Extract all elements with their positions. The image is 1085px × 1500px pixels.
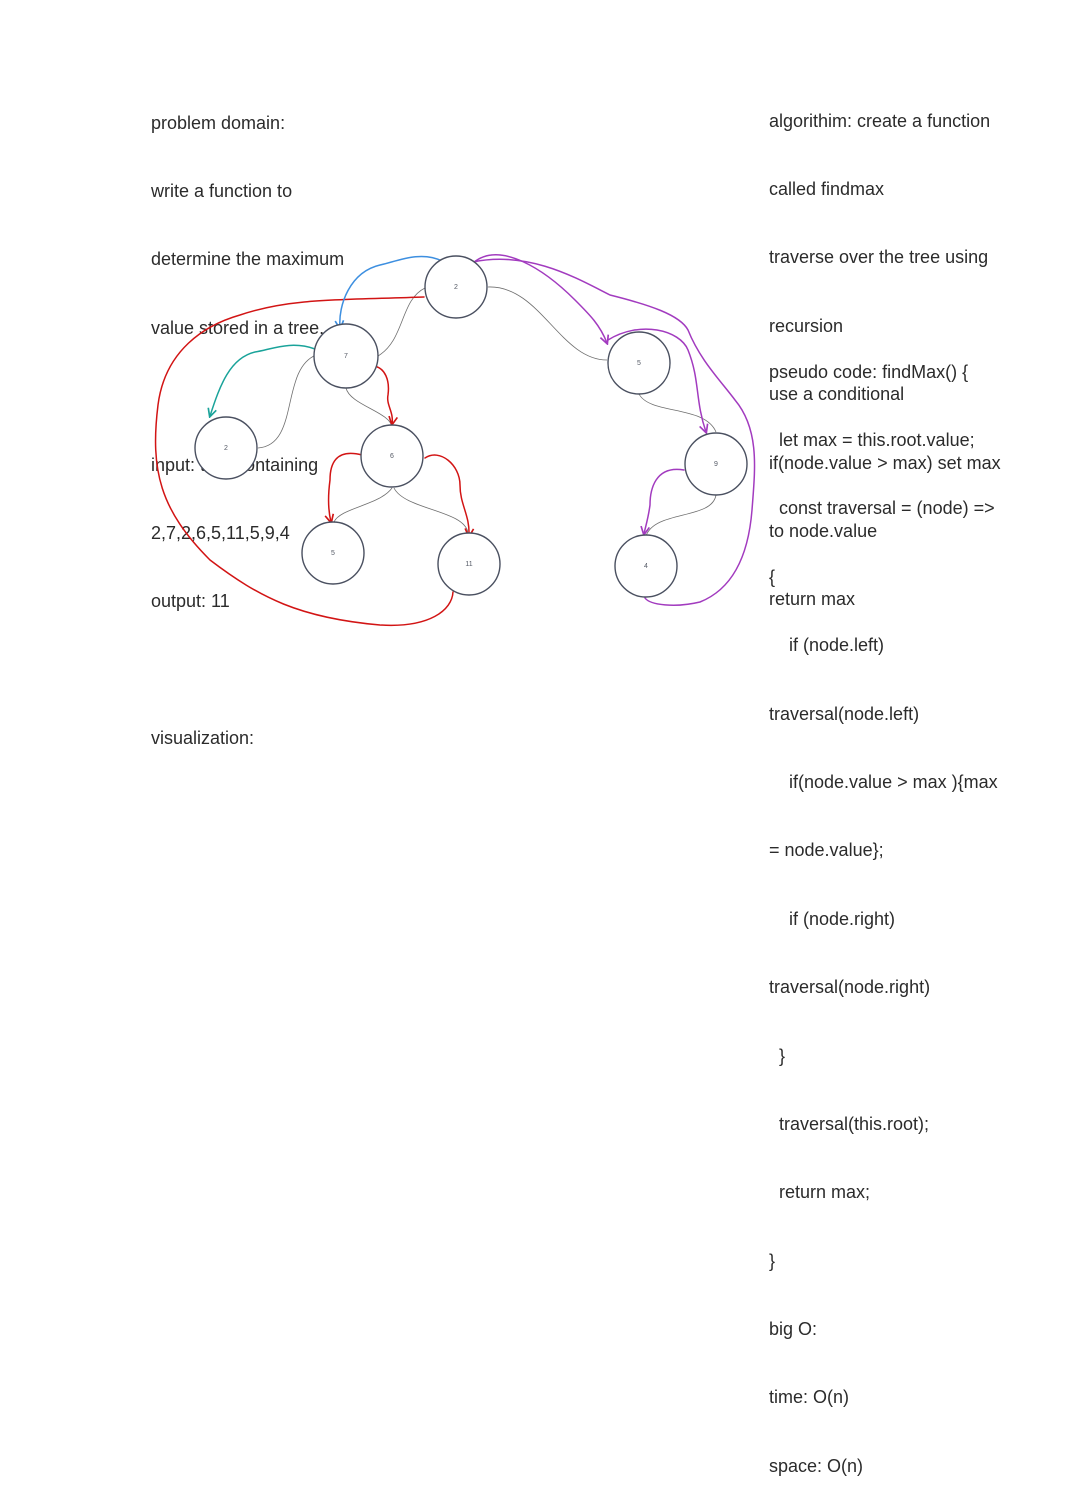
edge-5-to-9: [638, 393, 717, 433]
note-line: const traversal = (node) =>: [769, 498, 995, 519]
purple-arrow-9-to-4: [644, 468, 685, 534]
red-arrow-6-to-11: [424, 454, 469, 536]
node-label: 2: [454, 284, 458, 291]
note-line: use a conditional: [769, 384, 905, 405]
node-label: 9: [714, 461, 718, 468]
note-line: write a function to: [151, 180, 293, 201]
tree-edges: [257, 286, 717, 537]
purple-arrow-root-to-5: [472, 254, 607, 343]
note-line: output: 11: [151, 591, 230, 612]
node-label: 11: [465, 561, 472, 568]
note-line: let max = this.root.value;: [769, 429, 975, 450]
purple-arrow-5-to-9: [607, 328, 706, 432]
note-line: if (node.right): [769, 908, 896, 929]
note-line: if(node.value > max ){max: [769, 771, 998, 792]
tree-node-9: 9: [684, 432, 748, 496]
note-line: if(node.value > max) set max: [769, 452, 1001, 473]
teal-arrow-7-to-2: [210, 344, 316, 416]
note-line: 2,7,2,6,5,11,5,9,4: [151, 522, 290, 543]
note-line: to node.value: [769, 520, 878, 541]
note-line: recursion: [769, 315, 844, 336]
node-label: 2: [224, 445, 228, 452]
note-line: pseudo code: findMax() {: [769, 361, 969, 382]
note-line: problem domain:: [151, 112, 286, 133]
tree-nodes: 2 7 5 2 6 9 5 11: [194, 255, 748, 598]
blue-arrow-root-to-7: [340, 255, 443, 328]
purple-outer-return-stroke: [472, 258, 756, 606]
note-line: return max;: [769, 1182, 871, 1203]
node-label: 5: [331, 550, 335, 557]
tree-node-root: 2: [424, 255, 488, 319]
traversal-strokes: [154, 254, 756, 627]
edge-root-to-7: [377, 287, 426, 357]
tree-node-5: 5: [301, 521, 365, 585]
edge-6-to-11: [393, 487, 469, 534]
tree-diagram: 2 7 5 2 6 9 5 11: [154, 254, 756, 627]
algorithm-notes: algorithim: create a function called fin…: [769, 64, 1001, 634]
tree-node-4: 4: [614, 534, 678, 598]
tree-node-11: 11: [437, 532, 501, 596]
node-label: 6: [390, 453, 394, 460]
note-line: traversal(this.root);: [769, 1113, 930, 1134]
note-line: {: [769, 566, 776, 587]
note-line: big O:: [769, 1319, 818, 1340]
note-line: visualization:: [151, 728, 255, 749]
note-line: determine the maximum: [151, 249, 345, 270]
note-line: if (node.left): [769, 635, 885, 656]
note-line: }: [769, 1250, 776, 1271]
tree-node-7: 7: [313, 323, 379, 389]
note-line: traversal(node.left): [769, 703, 920, 724]
note-line: return max: [769, 589, 856, 610]
edge-7-to-2: [257, 354, 317, 449]
tree-node-2-left: 2: [194, 416, 258, 480]
node-label: 4: [644, 563, 648, 570]
note-line: }: [769, 1045, 786, 1066]
note-line: traversal(node.right): [769, 977, 931, 998]
note-line: time: O(n): [769, 1387, 850, 1408]
note-line: traverse over the tree using: [769, 247, 989, 268]
edge-root-to-5: [487, 286, 608, 361]
red-arrow-7-to-6: [373, 365, 392, 424]
tree-node-6: 6: [360, 424, 424, 488]
node-label: 5: [637, 360, 641, 367]
red-loop-stroke: [154, 296, 454, 627]
edge-9-to-4: [645, 494, 717, 537]
node-label: 7: [344, 353, 348, 360]
edge-6-to-5: [333, 487, 393, 523]
edge-7-to-6: [345, 387, 393, 428]
note-line: algorithim: create a function: [769, 110, 991, 131]
red-arrow-6-to-5: [329, 452, 363, 522]
note-line: called findmax: [769, 178, 885, 199]
note-line: space: O(n): [769, 1455, 864, 1476]
note-line: value stored in a tree.: [151, 317, 325, 338]
tree-node-5-right: 5: [607, 331, 671, 395]
